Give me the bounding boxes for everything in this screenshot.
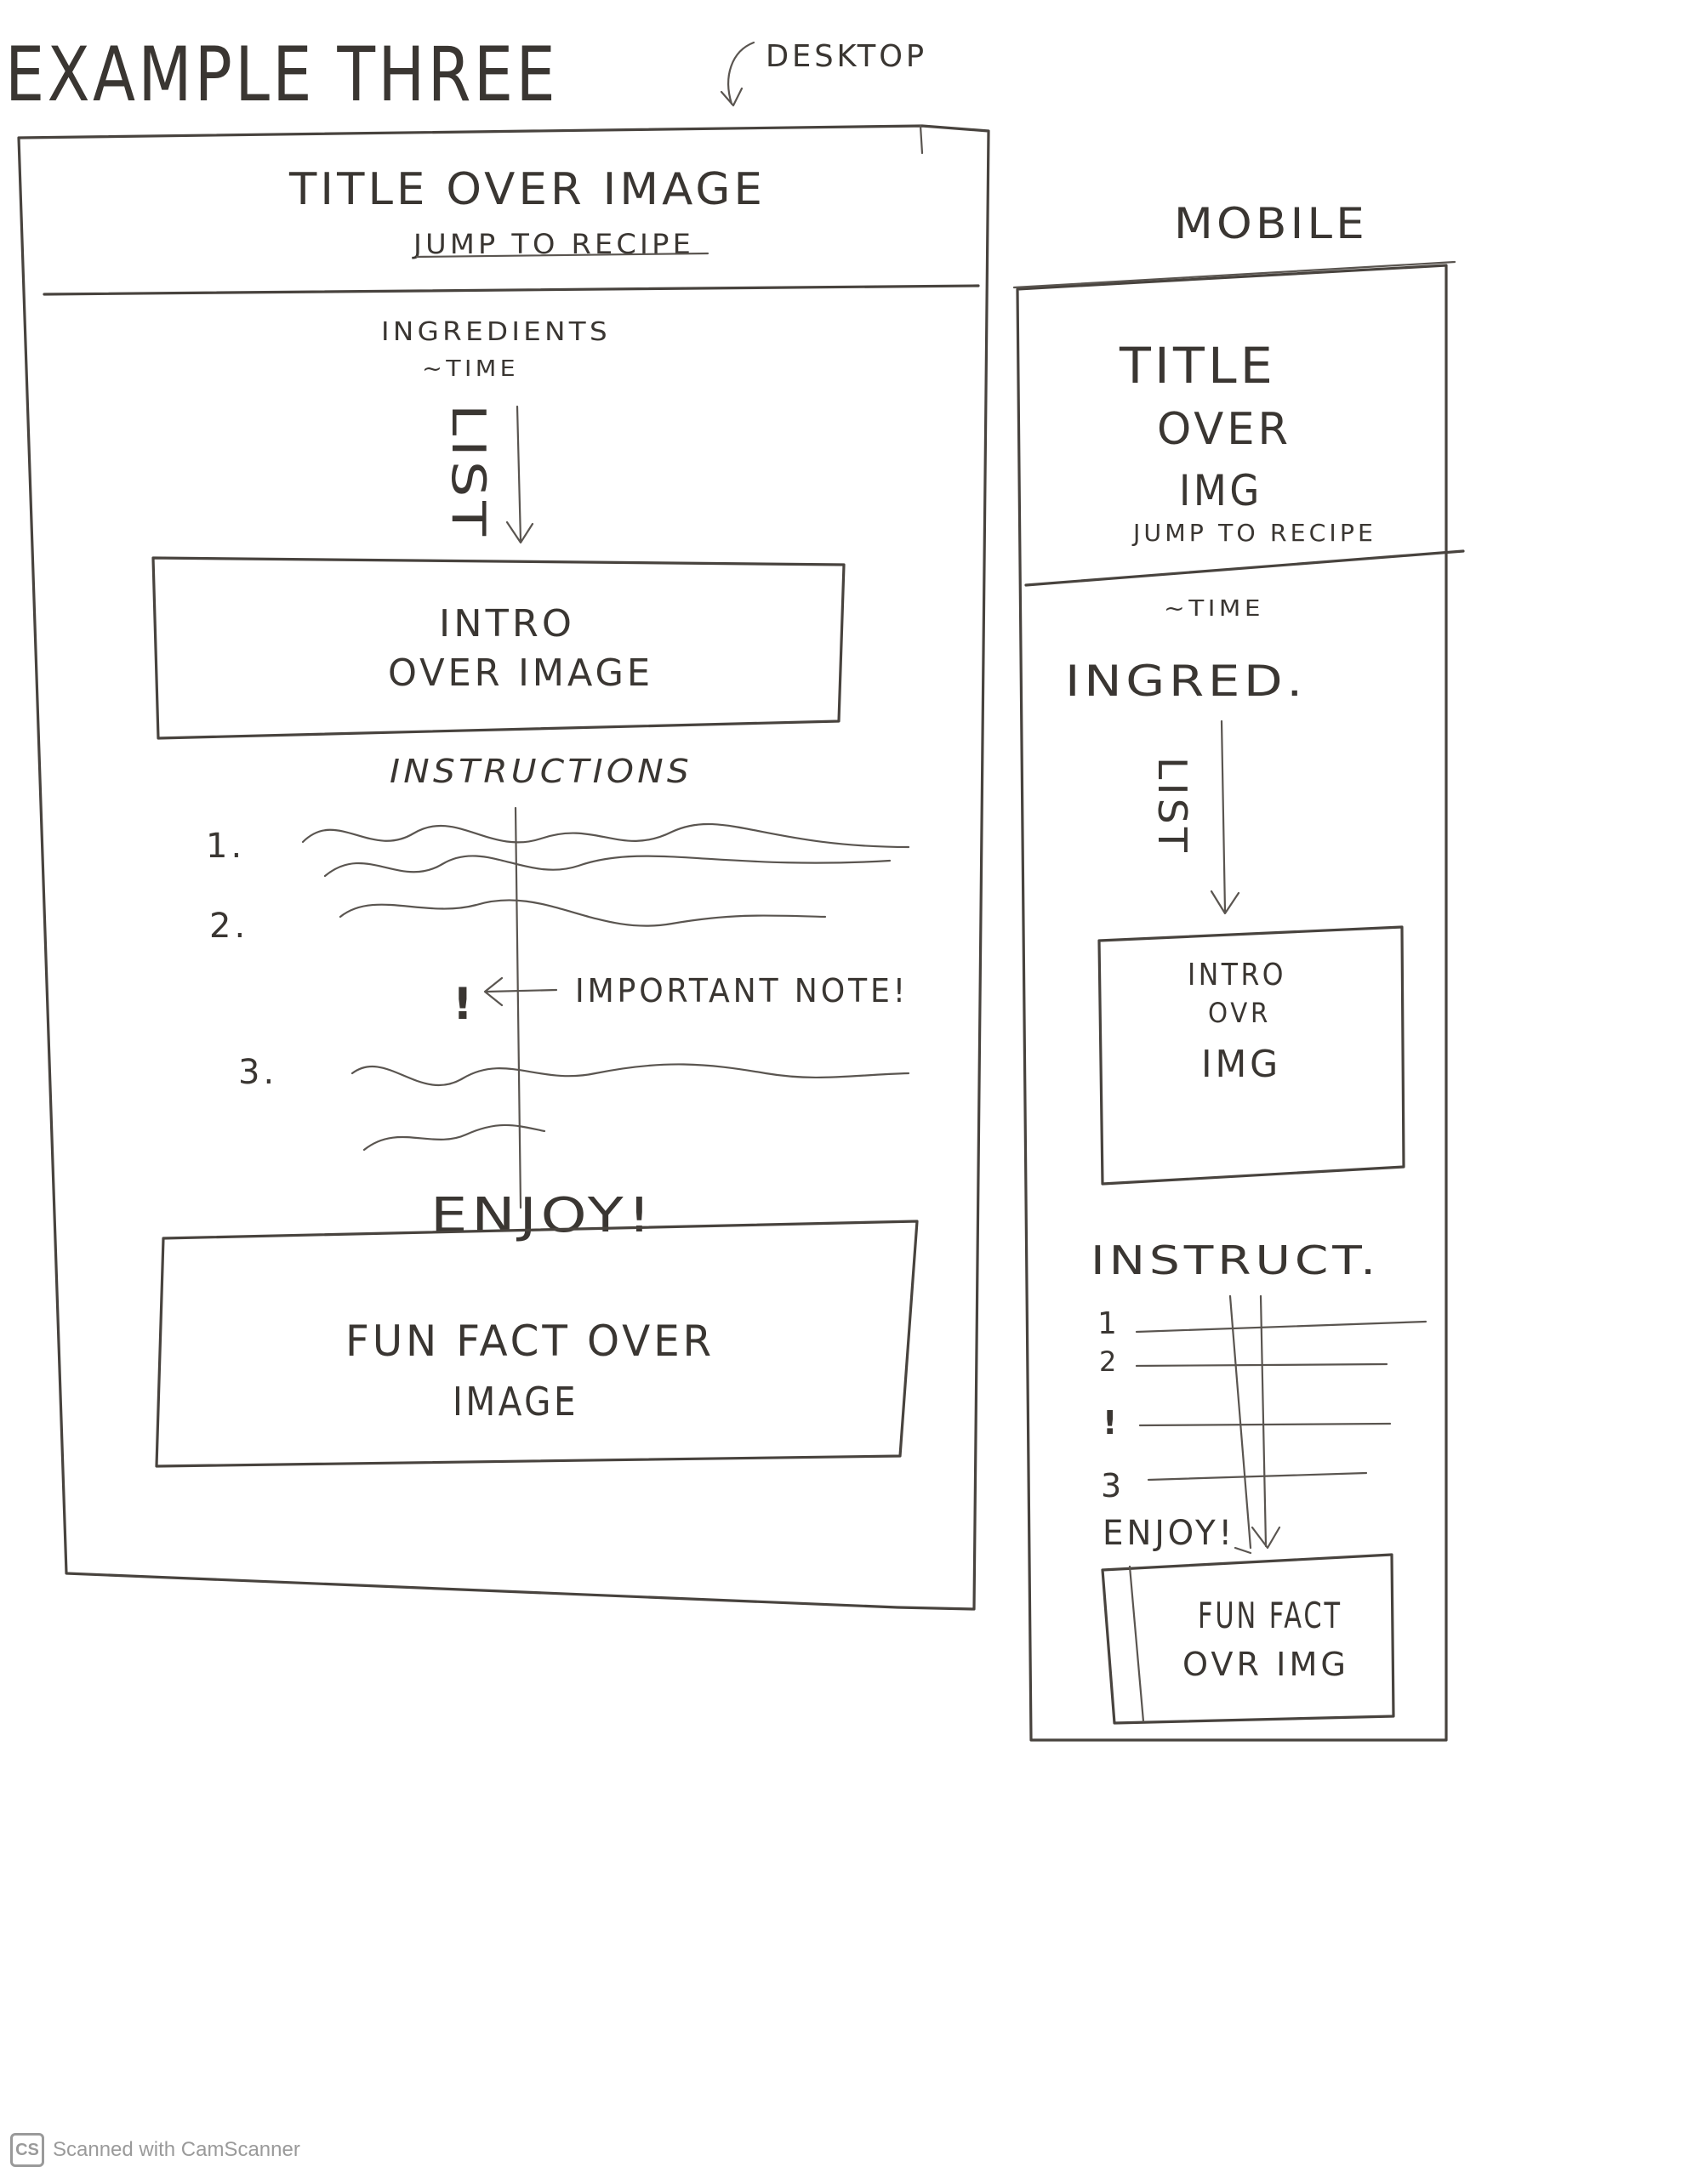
mobile-ingredients-heading: INGRED. <box>1065 657 1307 706</box>
desktop-enjoy-text: ENJOY! <box>430 1188 655 1243</box>
mobile-title-line-2: OVER <box>1157 404 1291 455</box>
mobile-intro-line-2: OVR <box>1208 997 1271 1029</box>
desktop-funfact-box: FUN FACT OVER IMAGE <box>155 1220 919 1468</box>
mobile-list-label: LIST <box>1149 757 1195 856</box>
camscanner-logo-icon: CS <box>10 2133 44 2167</box>
page-title: EXAMPLE THREE <box>5 31 558 118</box>
desktop-instructions-section: INSTRUCTIONS 1. 2. 3. ! IMPORTANT NOTE! <box>206 753 910 1209</box>
desktop-step-3-scribble-b <box>362 1123 546 1152</box>
desktop-frame-outline <box>17 124 990 1611</box>
mobile-step-note-mark: ! <box>1103 1404 1120 1442</box>
mobile-intro-line-3: IMG <box>1201 1043 1281 1086</box>
desktop-frame-notch <box>919 124 924 155</box>
desktop-important-note: IMPORTANT NOTE! <box>575 972 909 1010</box>
mobile-funfact-box-inner-edge <box>1128 1565 1145 1723</box>
desktop-wireframe: TITLE OVER IMAGE JUMP TO RECIPE INGREDIE… <box>17 124 990 1611</box>
mobile-step-2-number: 2 <box>1099 1345 1120 1378</box>
mobile-frame-outline <box>1016 264 1448 1742</box>
desktop-intro-line-2: OVER IMAGE <box>388 651 653 695</box>
desktop-step-1-number: 1. <box>206 827 245 866</box>
desktop-jump-link-underline <box>415 252 709 259</box>
desktop-list-label: LIST <box>442 404 495 540</box>
desktop-instructions-heading: INSTRUCTIONS <box>390 753 692 790</box>
desktop-pointer-arrow <box>720 41 755 107</box>
mobile-intro-box: INTRO OVR IMG <box>1097 925 1405 1186</box>
desktop-step-2-scribble <box>339 899 827 927</box>
mobile-intro-box-outline <box>1097 925 1405 1186</box>
mobile-header-divider <box>1024 549 1465 587</box>
mobile-title-line-1: TITLE <box>1119 337 1276 395</box>
mobile-note-line <box>1138 1422 1392 1427</box>
desktop-ingredients-heading: INGREDIENTS <box>381 317 611 347</box>
mobile-jump-link: JUMP TO RECIPE <box>1131 519 1376 547</box>
desktop-hero-section: TITLE OVER IMAGE JUMP TO RECIPE <box>288 164 766 260</box>
desktop-label: DESKTOP <box>766 39 927 74</box>
desktop-note-arrow <box>483 976 558 1007</box>
mobile-funfact-line-1: FUN FACT <box>1198 1595 1342 1636</box>
camscanner-text: Scanned with CamScanner <box>53 2138 300 2161</box>
mobile-flow-line <box>1228 1294 1281 1555</box>
desktop-funfact-box-outline <box>155 1220 919 1468</box>
desktop-step-1-scribble-a <box>301 822 910 849</box>
desktop-intro-box: INTRO OVER IMAGE <box>151 556 846 740</box>
mobile-frame-top-edge <box>1012 260 1456 289</box>
mobile-wireframe: TITLE OVER IMG JUMP TO RECIPE ~TIME INGR… <box>1012 260 1465 1742</box>
mobile-label: MOBILE <box>1174 199 1368 248</box>
desktop-flow-line <box>514 806 522 1209</box>
desktop-intro-box-outline <box>151 556 846 740</box>
mobile-hero-section: TITLE OVER IMG JUMP TO RECIPE <box>1119 337 1376 547</box>
desktop-funfact-line-1: FUN FACT OVER <box>345 1317 715 1366</box>
desktop-time-label: ~TIME <box>422 356 519 382</box>
mobile-step-3-number: 3 <box>1101 1467 1125 1504</box>
mobile-list-arrow <box>1210 719 1240 915</box>
desktop-step-3-number: 3. <box>238 1053 277 1092</box>
desktop-intro-line-1: INTRO <box>439 602 575 646</box>
camscanner-watermark: CS Scanned with CamScanner <box>10 2133 300 2167</box>
mobile-time-label: ~TIME <box>1164 596 1264 622</box>
mobile-title-line-3: IMG <box>1179 466 1262 515</box>
mobile-step-1-line <box>1135 1320 1427 1334</box>
desktop-ingredients-section: INGREDIENTS ~TIME LIST <box>381 317 611 544</box>
desktop-step-3-scribble-a <box>350 1063 910 1087</box>
desktop-funfact-line-2: IMAGE <box>453 1379 578 1425</box>
desktop-header-divider <box>43 284 980 296</box>
mobile-enjoy-text: ENJOY! <box>1103 1514 1235 1553</box>
mobile-funfact-box-outline <box>1101 1553 1395 1725</box>
mobile-intro-line-1: INTRO <box>1188 958 1286 992</box>
mobile-step-3-line <box>1147 1471 1368 1482</box>
mobile-ingredients-section: ~TIME INGRED. LIST <box>1065 596 1307 915</box>
desktop-hero-title: TITLE OVER IMAGE <box>288 164 766 215</box>
desktop-list-arrow <box>505 405 534 544</box>
mobile-instructions-section: INSTRUCT. 1 2 ! 3 ENJOY! <box>1091 1237 1427 1555</box>
mobile-funfact-box: FUN FACT OVR IMG <box>1101 1553 1395 1725</box>
desktop-note-mark: ! <box>453 979 476 1030</box>
mobile-instructions-heading: INSTRUCT. <box>1091 1237 1380 1283</box>
desktop-step-1-scribble-b <box>323 855 892 878</box>
mobile-step-1-number: 1 <box>1097 1306 1120 1341</box>
desktop-step-2-number: 2. <box>209 907 248 946</box>
mobile-funfact-line-2: OVR IMG <box>1182 1646 1349 1683</box>
